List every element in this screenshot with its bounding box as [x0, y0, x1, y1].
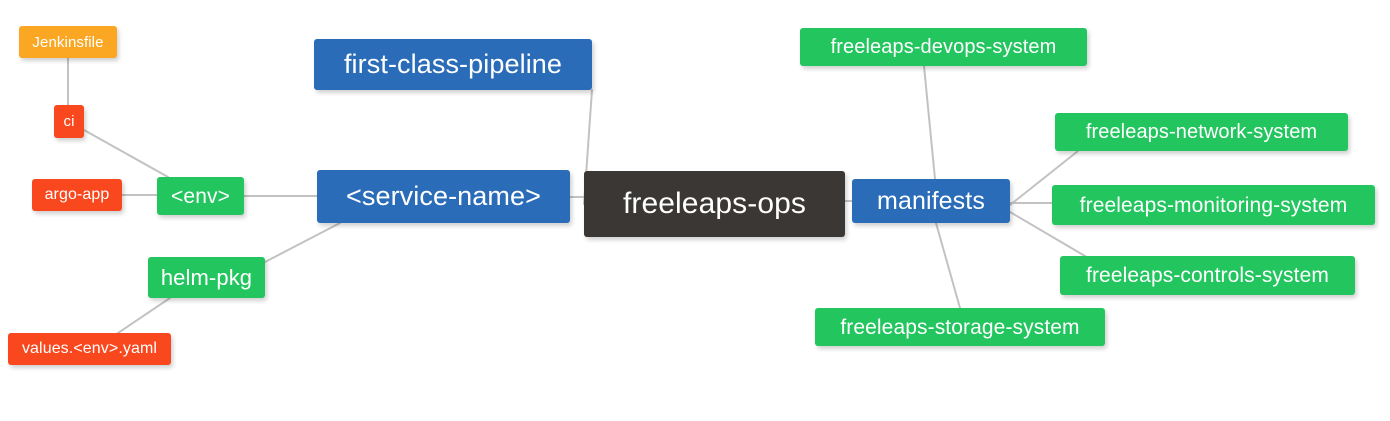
- node-label-freeleaps-devops-system: freeleaps-devops-system: [830, 36, 1057, 58]
- node-label-service-name: <service-name>: [346, 181, 541, 211]
- node-label-values-env-yaml: values.<env>.yaml: [21, 340, 158, 357]
- edge-manifests-to-freeleaps-storage-system: [935, 222, 961, 309]
- node-argo-app[interactable]: argo-app: [32, 179, 122, 211]
- edge-helm-pkg-to-values-env-yaml: [117, 297, 171, 334]
- node-values-env-yaml[interactable]: values.<env>.yaml: [8, 333, 171, 365]
- edge-env-to-ci: [83, 129, 169, 178]
- node-helm-pkg[interactable]: helm-pkg: [148, 257, 265, 298]
- node-manifests[interactable]: manifests: [852, 179, 1010, 223]
- node-label-ci: ci: [63, 113, 75, 130]
- node-label-freeleaps-network-system: freeleaps-network-system: [1085, 121, 1318, 143]
- node-label-jenkinsfile: Jenkinsfile: [32, 33, 104, 51]
- node-freeleaps-devops-system[interactable]: freeleaps-devops-system: [800, 28, 1087, 66]
- node-label-freeleaps-storage-system: freeleaps-storage-system: [840, 315, 1080, 339]
- node-freeleaps-monitoring-system[interactable]: freeleaps-monitoring-system: [1052, 185, 1375, 225]
- node-freeleaps-ops[interactable]: freeleaps-ops: [584, 171, 845, 237]
- node-label-argo-app: argo-app: [44, 186, 110, 203]
- node-label-helm-pkg: helm-pkg: [160, 264, 253, 290]
- node-label-freeleaps-ops: freeleaps-ops: [622, 187, 807, 220]
- node-jenkinsfile[interactable]: Jenkinsfile: [19, 26, 117, 58]
- edge-service-name-to-helm-pkg: [264, 222, 341, 263]
- node-freeleaps-storage-system[interactable]: freeleaps-storage-system: [815, 308, 1105, 346]
- node-ci[interactable]: ci: [54, 105, 84, 138]
- node-label-first-class-pipeline: first-class-pipeline: [343, 49, 563, 79]
- node-label-env: <env>: [171, 184, 230, 208]
- node-label-manifests: manifests: [877, 186, 985, 215]
- edge-manifests-to-freeleaps-devops-system: [923, 65, 936, 180]
- node-service-name[interactable]: <service-name>: [317, 170, 570, 223]
- node-label-freeleaps-monitoring-system: freeleaps-monitoring-system: [1079, 193, 1348, 217]
- node-env[interactable]: <env>: [157, 177, 244, 215]
- node-first-class-pipeline[interactable]: first-class-pipeline: [314, 39, 592, 90]
- node-label-freeleaps-controls-system: freeleaps-controls-system: [1086, 264, 1329, 287]
- node-freeleaps-controls-system[interactable]: freeleaps-controls-system: [1060, 256, 1355, 295]
- node-freeleaps-network-system[interactable]: freeleaps-network-system: [1055, 113, 1348, 151]
